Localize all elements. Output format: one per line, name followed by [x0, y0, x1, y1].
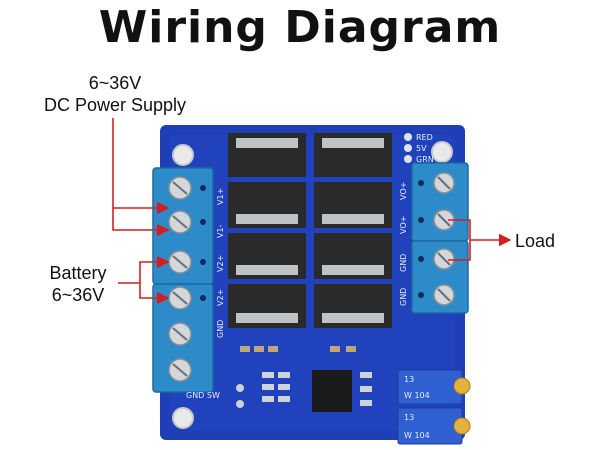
mosfet-tab-6	[322, 265, 384, 275]
smd-capacitor	[346, 346, 356, 352]
mounting-holes	[172, 141, 453, 429]
mosfet-tab-7	[236, 313, 298, 323]
silk-v2-plus: V2+	[216, 255, 225, 272]
mounting-hole-top-left	[172, 144, 194, 166]
terminal-hole	[200, 295, 206, 301]
terminal-hole	[200, 185, 206, 191]
power-supply-name: DC Power Supply	[43, 95, 187, 115]
silk-5v: 5V	[416, 144, 427, 153]
smd-components	[236, 346, 372, 412]
mosfet-tab-2	[322, 138, 384, 148]
silk-v1-plus: V1+	[216, 188, 225, 205]
right-terminal-block	[411, 162, 469, 314]
smd-resistor	[360, 386, 372, 392]
power-supply-voltage: 6~36V	[88, 73, 142, 93]
smd-resistor	[262, 384, 274, 390]
terminal-hole	[200, 259, 206, 265]
smd-capacitor	[240, 346, 250, 352]
led-indicators: RED 5V GRN	[404, 133, 434, 164]
silk-grn: GRN	[416, 155, 434, 164]
smd-resistor	[360, 400, 372, 406]
led-grn-icon	[404, 155, 412, 163]
mounting-hole-top-right	[431, 141, 453, 163]
silk-v2-plus-b: V2+	[216, 289, 225, 306]
smd-resistor	[360, 372, 372, 378]
mosfet-tab-8	[322, 313, 384, 323]
silk-v1-minus: V1-	[216, 224, 225, 238]
silk-vo-plus-a: VO+	[399, 182, 408, 200]
via-pad	[236, 400, 244, 408]
smd-resistor	[262, 396, 274, 402]
mosfet-tab-5	[236, 265, 298, 275]
pot-label-bottom: W 104	[404, 431, 430, 440]
terminal-hole	[418, 217, 424, 223]
pot-label-top: W 104	[404, 391, 430, 400]
potentiometers: W 104 W 104 13 13	[397, 369, 471, 445]
battery-wires	[118, 255, 170, 305]
left-terminal-block	[152, 167, 214, 393]
load-wire-bottom	[448, 240, 471, 261]
ic-chip	[312, 370, 352, 412]
smd-resistor	[262, 372, 274, 378]
battery-voltage: 6~36V	[51, 285, 105, 305]
smd-resistor	[278, 384, 290, 390]
mosfet-tab-3	[236, 214, 298, 224]
silk-gnd-right-a: GND	[399, 254, 408, 272]
terminal-hole	[200, 219, 206, 225]
psu-wire-v1-minus	[112, 208, 170, 237]
silk-vo-plus-b: VO+	[399, 216, 408, 234]
mosfet-tab-4	[322, 214, 384, 224]
load-wires	[448, 219, 512, 261]
terminal-hole	[418, 180, 424, 186]
pot-code-bottom: 13	[404, 413, 414, 422]
smd-capacitor	[268, 346, 278, 352]
mosfet-array	[228, 133, 392, 328]
silk-red: RED	[416, 133, 433, 142]
smd-capacitor	[254, 346, 264, 352]
terminal-hole	[418, 292, 424, 298]
smd-capacitor	[330, 346, 340, 352]
mounting-hole-bottom-left	[172, 407, 194, 429]
pot-code-top: 13	[404, 375, 414, 384]
load-wire-top	[448, 219, 471, 240]
led-5v-icon	[404, 144, 412, 152]
trimmer-knob-icon	[453, 417, 471, 435]
page-title: Wiring Diagram	[98, 2, 502, 53]
smd-resistor	[278, 372, 290, 378]
silk-gnd-sw: GND SW	[186, 391, 220, 400]
terminal-hole	[418, 256, 424, 262]
mosfet-tab-1	[236, 138, 298, 148]
battery-wire-down	[139, 283, 170, 305]
battery-name: Battery	[49, 263, 107, 283]
silk-gnd-left: GND	[216, 320, 225, 338]
led-red-icon	[404, 133, 412, 141]
via-pad	[236, 384, 244, 392]
silk-gnd-right-b: GND	[399, 288, 408, 306]
smd-resistor	[278, 396, 290, 402]
battery-wire-up	[139, 255, 170, 283]
trimmer-knob-icon	[453, 377, 471, 395]
load-label: Load	[515, 231, 556, 251]
power-supply-wires	[112, 118, 170, 237]
power-supply-label: 6~36V DC Power Supply	[30, 72, 200, 116]
battery-label: Battery 6~36V	[38, 262, 118, 306]
